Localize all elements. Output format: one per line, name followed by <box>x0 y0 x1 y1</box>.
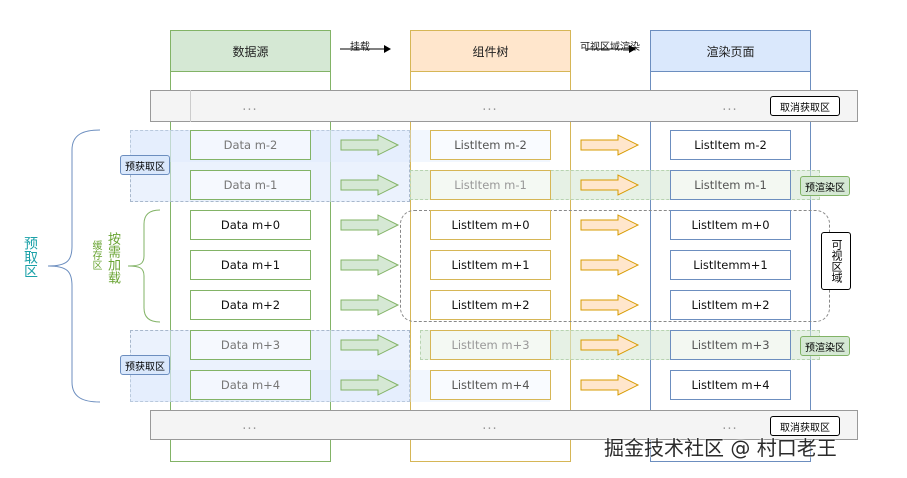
data-box: Data m+2 <box>190 290 311 320</box>
cancel-tag-bottom: 取消获取区 <box>770 416 840 436</box>
cancel-row-top <box>150 90 858 122</box>
render-row-arrow <box>580 254 640 276</box>
data-box: Data m+1 <box>190 250 311 280</box>
page-box: ListItem m-2 <box>670 130 791 160</box>
render-column-title: 渲染页面 <box>706 44 755 59</box>
component-column-title: 组件树 <box>472 44 509 59</box>
prerender-tag-bottom: 预渲染区 <box>800 336 850 356</box>
prefetch-tag-top: 预获取区 <box>120 155 170 175</box>
prerender-tag-top: 预渲染区 <box>800 176 850 196</box>
mount-label: 挂载 <box>350 42 370 53</box>
ellipsis-render-bottom: ... <box>722 417 738 433</box>
page-box: ListItem m+2 <box>670 290 791 320</box>
ellipsis-component-top: ... <box>482 98 498 114</box>
data-box: Data m+0 <box>190 210 311 240</box>
render-column: 渲染页面 <box>650 30 811 462</box>
data-box: Data m-1 <box>190 170 311 200</box>
component-column-header: 组件树 <box>411 31 570 72</box>
ellipsis-source-bottom: ... <box>242 417 258 433</box>
component-box: ListItem m+4 <box>430 370 551 400</box>
render-row-arrow <box>580 294 640 316</box>
cancel-row-top-divider <box>190 90 191 122</box>
render-column-header: 渲染页面 <box>651 31 810 72</box>
mount-row-arrow <box>340 374 400 396</box>
preget-brace <box>47 129 101 403</box>
component-box: ListItem m+2 <box>430 290 551 320</box>
component-column: 组件树 <box>410 30 571 462</box>
mount-row-arrow <box>340 334 400 356</box>
page-box: ListItem m-1 <box>670 170 791 200</box>
mount-arrow <box>340 45 391 53</box>
mount-row-arrow <box>340 214 400 236</box>
component-box: ListItem m+1 <box>430 250 551 280</box>
visible-render-label: 可视区域渲染 <box>580 42 640 53</box>
cancel-tag-top: 取消获取区 <box>770 96 840 116</box>
visible-render-arrow <box>585 45 636 53</box>
page-box: ListItem m+3 <box>670 330 791 360</box>
page-box: ListItemm+1 <box>670 250 791 280</box>
visible-area-tag: 可视区域 <box>821 232 851 290</box>
prefetch-tag-bottom: 预获取区 <box>120 355 170 375</box>
source-column: 数据源 <box>170 30 331 462</box>
source-column-title: 数据源 <box>232 44 269 59</box>
cache-label: 缓存区 <box>90 240 101 270</box>
component-box: ListItem m-2 <box>430 130 551 160</box>
source-column-header: 数据源 <box>171 31 330 72</box>
data-box: Data m+3 <box>190 330 311 360</box>
cancel-row-bottom <box>150 410 858 440</box>
ellipsis-component-bottom: ... <box>482 417 498 433</box>
mount-row-arrow <box>340 134 400 156</box>
component-box: ListItem m+0 <box>430 210 551 240</box>
component-box: ListItem m-1 <box>430 170 551 200</box>
ellipsis-render-top: ... <box>722 98 738 114</box>
mount-row-arrow <box>340 294 400 316</box>
page-box: ListItem m+4 <box>670 370 791 400</box>
ondemand-label: 按需加载 <box>105 232 120 284</box>
component-box: ListItem m+3 <box>430 330 551 360</box>
ellipsis-source-top: ... <box>242 98 258 114</box>
data-box: Data m-2 <box>190 130 311 160</box>
data-box: Data m+4 <box>190 370 311 400</box>
page-box: ListItem m+0 <box>670 210 791 240</box>
cache-brace <box>127 209 161 323</box>
render-row-arrow <box>580 214 640 236</box>
preget-label: 预取区 <box>22 236 38 278</box>
render-row-arrow <box>580 134 640 156</box>
render-row-arrow <box>580 174 640 196</box>
mount-row-arrow <box>340 254 400 276</box>
render-row-arrow <box>580 334 640 356</box>
watermark: 掘金技术社区 @ 村口老王 <box>604 436 837 460</box>
mount-row-arrow <box>340 174 400 196</box>
render-row-arrow <box>580 374 640 396</box>
